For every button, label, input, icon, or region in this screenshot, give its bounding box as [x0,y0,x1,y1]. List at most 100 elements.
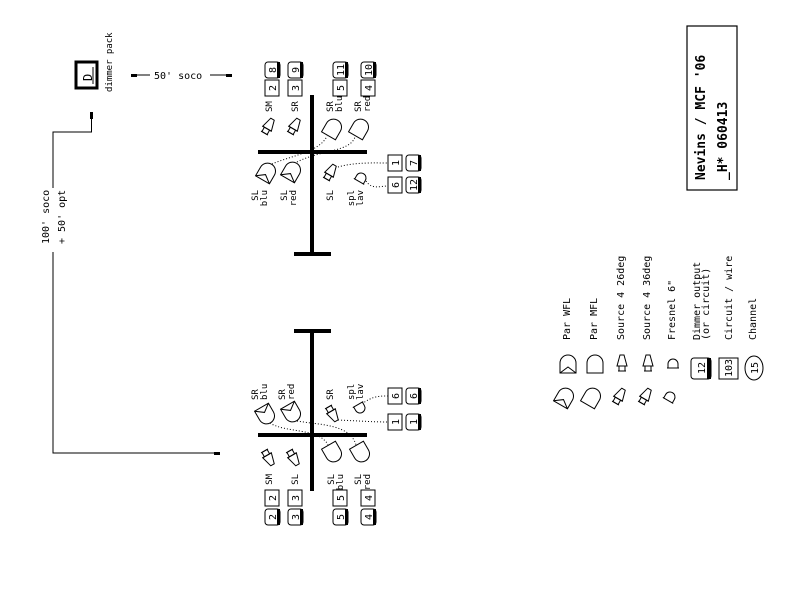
circuit-box[interactable]: 1 [387,413,403,431]
circuit-box[interactable]: 6 [387,387,403,405]
channel-box[interactable]: 1 [405,413,422,431]
par-wfl-icon[interactable] [279,159,304,184]
downstage-fixture-label: SR [326,389,336,400]
legend-item: Par WFL [552,298,577,410]
channel-box[interactable]: 3 [287,508,304,526]
channel-box[interactable]: 12 [405,176,422,194]
legend-value: 15 [750,362,761,374]
par-wfl-icon[interactable] [559,354,577,374]
circuit-box[interactable]: 6 [387,176,403,194]
legend-value: 12 [697,362,708,374]
par-wfl-icon[interactable] [279,400,304,425]
wire [361,395,389,405]
source4-icon[interactable] [260,117,277,136]
source4-icon[interactable] [260,448,277,467]
circuit-box[interactable]: 4 [360,79,376,97]
title-block: Nevins / MCF '06 _H* 060413 [686,25,738,191]
par-wfl-icon[interactable] [254,160,279,185]
downstage-fixture-label: blu [336,474,346,490]
channel-box-number: 10 [364,64,375,76]
channel-box-number: 4 [364,514,375,520]
circuit-box-number: 2 [268,495,279,501]
downstage-truss [258,329,367,491]
circuit-box-number: 6 [391,393,402,399]
source4-icon[interactable] [642,354,654,372]
source4-icon[interactable] [637,387,654,406]
source4-icon[interactable] [324,404,341,423]
circuit-box-number: 1 [391,160,402,166]
fresnel-icon[interactable] [667,358,679,369]
circuit-box[interactable]: 2 [264,489,280,507]
dimmer-pack[interactable]: D dimmer pack [74,32,115,92]
upstage-fixture-label: red [289,190,299,206]
fresnel-icon[interactable] [662,390,678,404]
circuit-box-number: 3 [291,495,302,501]
channel-box[interactable]: 5 [332,508,349,526]
upstage-fixture-label: SR [291,101,301,112]
legend-label: Source 4 26deg [616,256,627,340]
channel-box[interactable]: 8 [264,61,281,79]
circuit-box-number: 6 [391,182,402,188]
upstage-fixture-label: blu [260,190,270,206]
channel-box[interactable]: 10 [360,61,377,79]
wire [296,420,357,446]
source4-icon[interactable] [611,387,628,406]
wire [296,136,356,163]
circuit-box-number: 4 [364,495,375,501]
channel-box[interactable]: 4 [360,508,377,526]
circuit-box[interactable]: 5 [332,79,348,97]
legend-label: Fresnel 6" [667,280,678,340]
par-wfl-icon[interactable] [552,385,577,410]
channel-box[interactable]: 2 [264,508,281,526]
channel-box-number: 9 [291,67,302,73]
downstage-fixture-label: red [287,384,297,400]
source4-icon[interactable] [616,354,628,372]
downstage-fixture-label: SL [327,474,337,485]
par-mfl-icon[interactable] [579,385,604,410]
circuit-box[interactable]: 5 [332,489,348,507]
fresnel-icon[interactable] [352,401,368,416]
circuit-box-number: 2 [268,85,279,91]
channel-box[interactable]: 7 [405,154,422,172]
legend-label: Par MFL [589,298,600,340]
channel-box[interactable]: 6 [405,387,422,405]
circuit-box[interactable]: 4 [360,489,376,507]
legend-label: Dimmer output [692,262,703,340]
par-wfl-icon[interactable] [253,402,278,427]
wire [365,180,389,188]
channel-box[interactable]: 11 [332,61,349,79]
fresnel-icon[interactable] [353,171,369,185]
channel-box-number: 3 [291,514,302,520]
downstage-fixture-label: spl [347,384,357,400]
source4-icon[interactable] [322,163,339,182]
source4-icon[interactable] [285,448,302,467]
legend-label: Par WFL [562,298,573,340]
circuit-box[interactable]: 3 [287,489,303,507]
title-line-2: _H* 060413 [716,102,731,180]
legend-label: Channel [748,298,759,340]
circuit-box-number: 1 [391,419,402,425]
circuit-box[interactable]: 3 [287,79,303,97]
channel-box[interactable]: 9 [287,61,304,79]
par-mfl-icon[interactable] [347,116,372,141]
legend-label: (or circuit) [701,268,712,340]
channel-box-number: 1 [409,419,420,425]
par-mfl-icon[interactable] [320,116,345,141]
par-mfl-icon[interactable] [320,440,345,465]
downstage-fixture-label: SL [354,474,364,485]
source4-icon[interactable] [286,117,303,136]
downstage-fixture-label: SM [265,473,275,484]
legend-item: Fresnel 6" [662,280,679,404]
par-mfl-icon[interactable] [348,440,373,465]
legend-item: Source 4 36deg [637,256,654,406]
circuit-box[interactable]: 1 [387,154,403,172]
circuit-box-number: 4 [364,85,375,91]
wire [337,162,389,168]
par-mfl-icon[interactable] [586,354,604,374]
upstage-fixture-label: SR [354,101,364,112]
downstage-fixture-label: SL [291,474,301,485]
wiring [269,135,389,446]
circuit-box[interactable]: 2 [264,79,280,97]
title-line-1: Nevins / MCF '06 [694,55,709,180]
